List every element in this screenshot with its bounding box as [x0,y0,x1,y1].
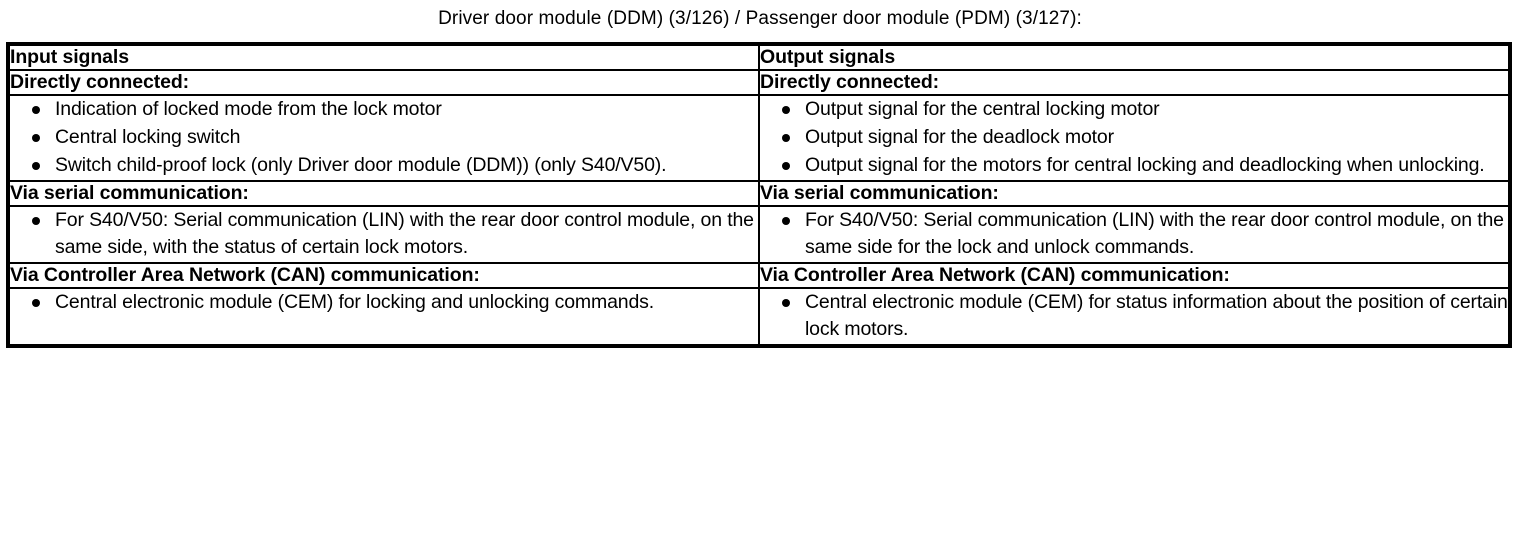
column-header-input-signals-label: Input signals [10,46,129,68]
section-content-left-serial: For S40/V50: Serial communication (LIN) … [7,205,760,264]
bullet-list: For S40/V50: Serial communication (LIN) … [760,207,1508,262]
bullet-list: Output signal for the central locking mo… [760,96,1508,180]
list-item: Output signal for the deadlock motor [760,124,1508,152]
section-heading-left-label: Via Controller Area Network (CAN) commun… [10,264,480,286]
list-item-text: Central locking switch [55,126,241,148]
section-heading-right-label: Via Controller Area Network (CAN) commun… [760,264,1230,286]
column-header-output-signals-label: Output signals [760,46,896,68]
section-content-left-can: Central electronic module (CEM) for lock… [7,287,760,347]
section-heading-right-can: Via Controller Area Network (CAN) commun… [758,262,1511,289]
list-item: Switch child-proof lock (only Driver doo… [10,152,758,180]
bullet-icon [782,162,790,170]
table-row-section-content-directly-connected: Indication of locked mode from the lock … [7,94,1511,182]
table-row-section-heading-serial: Via serial communication: Via serial com… [7,180,1511,207]
list-item: Indication of locked mode from the lock … [10,96,758,124]
bullet-list: Indication of locked mode from the lock … [10,96,758,180]
bullet-icon [32,217,40,225]
list-item: Output signal for the central locking mo… [760,96,1508,124]
bullet-icon [32,106,40,114]
list-item-text: Output signal for the motors for central… [805,154,1485,176]
list-item-text: Switch child-proof lock (only Driver doo… [55,154,667,176]
section-heading-left-directly-connected: Directly connected: [7,69,760,96]
bullet-list: Central electronic module (CEM) for lock… [10,289,758,317]
section-heading-left-can: Via Controller Area Network (CAN) commun… [7,262,760,289]
list-item-text: Indication of locked mode from the lock … [55,98,442,120]
signals-table: Input signals Output signals Directly co… [6,42,1512,348]
bullet-icon [32,299,40,307]
table-row-section-content-serial: For S40/V50: Serial communication (LIN) … [7,205,1511,264]
list-item-text: Central electronic module (CEM) for lock… [55,291,655,313]
section-content-right-can: Central electronic module (CEM) for stat… [758,287,1511,347]
list-item-text: Output signal for the central locking mo… [805,98,1160,120]
page-title: Driver door module (DDM) (3/126) / Passe… [438,8,1082,29]
bullet-icon [782,217,790,225]
list-item: For S40/V50: Serial communication (LIN) … [760,207,1508,262]
bullet-list: For S40/V50: Serial communication (LIN) … [10,207,758,262]
list-item: Central electronic module (CEM) for stat… [760,289,1508,344]
table-row-section-heading-directly-connected: Directly connected: Directly connected: [7,69,1511,96]
list-item-text: For S40/V50: Serial communication (LIN) … [55,209,754,258]
table-row-column-headers: Input signals Output signals [7,43,1511,71]
list-item-text: For S40/V50: Serial communication (LIN) … [805,209,1504,258]
list-item-text: Output signal for the deadlock motor [805,126,1114,148]
bullet-icon [782,106,790,114]
list-item: Output signal for the motors for central… [760,152,1508,180]
section-heading-right-directly-connected: Directly connected: [758,69,1511,96]
table-row-section-content-can: Central electronic module (CEM) for lock… [7,287,1511,347]
bullet-icon [32,134,40,142]
bullet-icon [32,162,40,170]
section-content-left-directly-connected: Indication of locked mode from the lock … [7,94,760,182]
section-heading-right-serial: Via serial communication: [758,180,1511,207]
section-content-right-serial: For S40/V50: Serial communication (LIN) … [758,205,1511,264]
column-header-input-signals: Input signals [7,43,760,71]
list-item: Central locking switch [10,124,758,152]
bullet-list: Central electronic module (CEM) for stat… [760,289,1508,344]
list-item-text: Central electronic module (CEM) for stat… [805,291,1508,340]
bullet-icon [782,299,790,307]
section-heading-right-label: Via serial communication: [760,182,999,204]
section-heading-right-label: Directly connected: [760,71,940,93]
section-heading-left-serial: Via serial communication: [7,180,760,207]
section-heading-left-label: Via serial communication: [10,182,249,204]
list-item: For S40/V50: Serial communication (LIN) … [10,207,758,262]
list-item: Central electronic module (CEM) for lock… [10,289,758,317]
section-content-right-directly-connected: Output signal for the central locking mo… [758,94,1511,182]
column-header-output-signals: Output signals [758,43,1511,71]
table-row-section-heading-can: Via Controller Area Network (CAN) commun… [7,262,1511,289]
section-heading-left-label: Directly connected: [10,71,190,93]
bullet-icon [782,134,790,142]
